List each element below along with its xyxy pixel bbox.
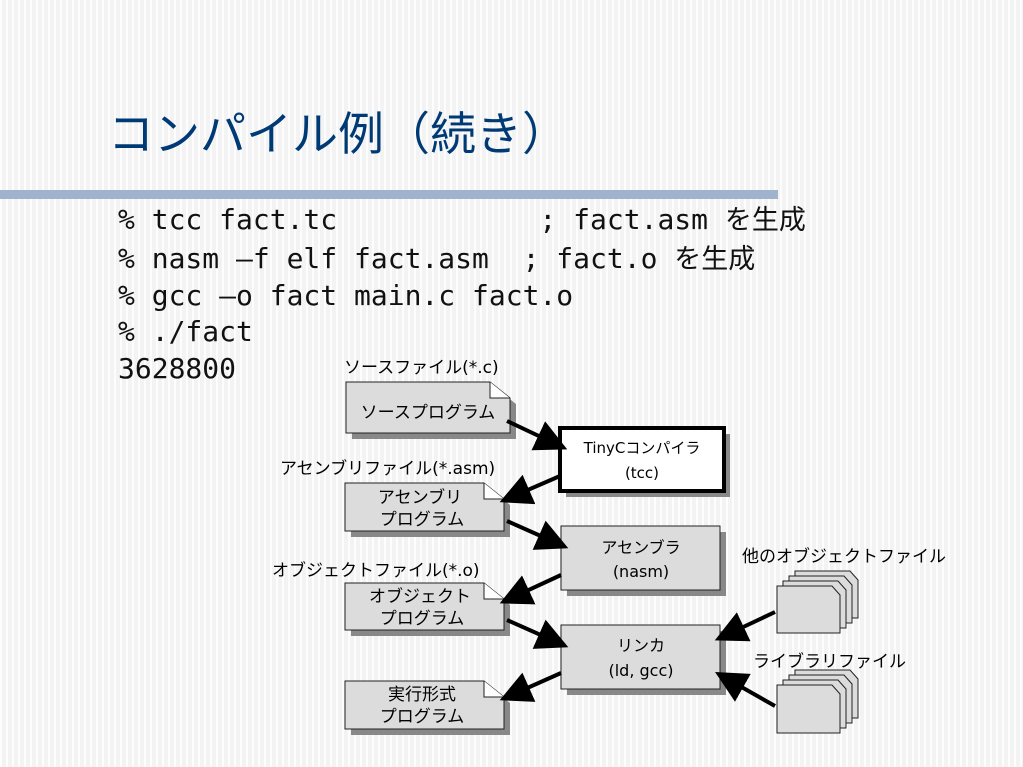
arrow-linker-to-executable: [499, 671, 562, 702]
executable-document: 実行形式 プログラム: [344, 680, 510, 735]
arrow-compiler-to-assembly: [499, 474, 561, 505]
title-underline: [0, 190, 778, 199]
source-document: ソースプログラム: [345, 381, 516, 439]
executable-document-line2: プログラム: [380, 707, 465, 727]
arrow-object-to-linker: [506, 618, 569, 649]
code-command: % tcc fact.tc ; fact.asm: [118, 203, 709, 236]
slide-title: コンパイル例（続き）: [108, 107, 568, 161]
assembly-document-line2: プログラム: [380, 510, 465, 530]
assembly-file-label: アセンブリファイル(*.asm): [280, 458, 495, 479]
compiler-name: TinyCコンパイラ: [583, 439, 701, 457]
object-document-line1: オブジェクト: [369, 586, 471, 607]
object-document-line2: プログラム: [380, 609, 465, 629]
code-line-3: % gcc –o fact main.c fact.o: [118, 282, 573, 310]
assembler-command: (nasm): [613, 562, 669, 581]
code-line-1: % tcc fact.tc ; fact.asm を生成: [118, 203, 806, 236]
linker-name: リンカ: [617, 636, 665, 655]
code-line-5: 3628800: [118, 355, 236, 383]
source-document-text: ソースプログラム: [361, 403, 496, 423]
linker-box: リンカ (ld, gcc): [560, 624, 726, 695]
assembler-box: アセンブラ (nasm): [560, 525, 726, 596]
code-command: % nasm –f elf fact.asm ; fact.o: [118, 242, 658, 275]
library-files-stack: [776, 669, 859, 734]
compiler-box: TinyCコンパイラ (tcc): [558, 426, 730, 497]
assembler-name: アセンブラ: [601, 538, 680, 557]
arrow-assembler-to-object: [499, 573, 562, 605]
assembly-document: アセンブリ プログラム: [344, 482, 510, 537]
executable-document-line1: 実行形式: [388, 685, 456, 705]
library-files-label: ライブラリファイル: [753, 651, 906, 672]
code-note: を生成: [674, 244, 756, 275]
object-document: オブジェクト プログラム: [344, 582, 510, 636]
arrow-other-objects-to-linker: [714, 610, 776, 642]
other-object-files-label: 他のオブジェクトファイル: [742, 546, 946, 567]
object-file-label: オブジェクトファイル(*.o): [272, 560, 480, 581]
code-note: を生成: [724, 205, 806, 236]
code-output: 3628800: [118, 352, 237, 385]
code-command: % ./fact: [118, 315, 253, 348]
code-line-2: % nasm –f elf fact.asm ; fact.o を生成: [118, 242, 756, 275]
source-file-label: ソースファイル(*.c): [344, 358, 499, 378]
other-object-files-stack: [776, 570, 859, 634]
code-command: % gcc –o fact main.c fact.o: [118, 279, 574, 312]
arrow-source-to-compiler: [506, 419, 568, 451]
linker-command: (ld, gcc): [608, 661, 673, 680]
arrow-libraries-to-linker: [715, 672, 776, 708]
assembly-document-line1: アセンブリ: [378, 487, 462, 508]
code-line-4: % ./fact: [118, 318, 253, 346]
arrow-assembly-to-assembler: [506, 519, 569, 550]
compiler-command: (tcc): [625, 464, 659, 482]
